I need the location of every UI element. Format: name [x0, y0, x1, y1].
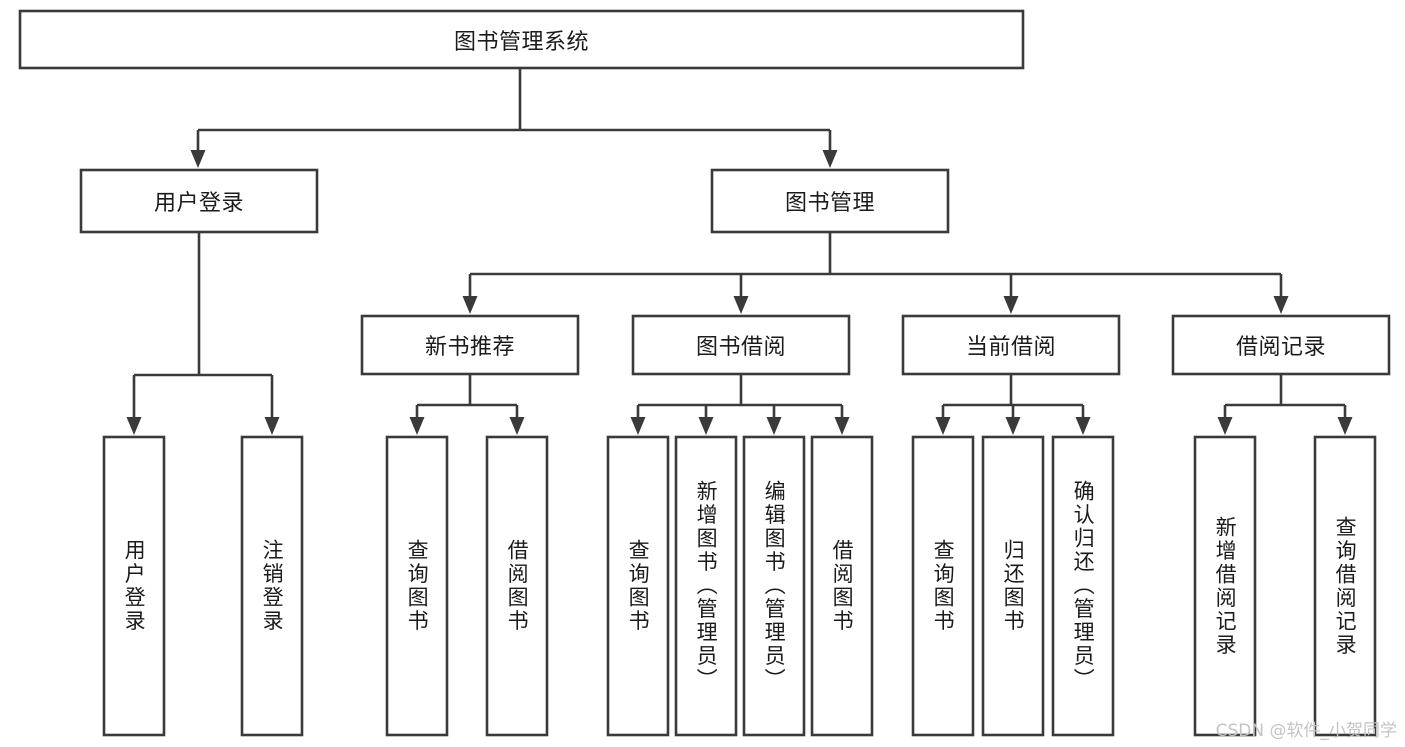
node-leaf-borrow-book[interactable] — [812, 437, 872, 735]
node-book-manage[interactable] — [712, 170, 948, 232]
arrowhead-icon — [822, 150, 838, 168]
node-leaf-query-book-current[interactable] — [913, 437, 973, 735]
csdn-watermark: CSDN @软件_小贺同学 — [1215, 721, 1397, 741]
node-root[interactable] — [20, 11, 1023, 68]
arrowhead-icon — [1273, 296, 1289, 314]
node-box-leaf-edit-book-admin[interactable] — [742, 435, 806, 737]
node-box-leaf-return-book[interactable] — [981, 435, 1045, 737]
arrowhead-icon — [462, 296, 478, 314]
node-box-leaf-borrow-book-recommend[interactable] — [485, 435, 549, 737]
node-box-user-login[interactable] — [79, 168, 319, 234]
node-box-leaf-add-borrow-record[interactable] — [1193, 435, 1257, 737]
node-box-current-borrow[interactable] — [901, 314, 1121, 376]
arrowhead-icon — [409, 417, 425, 435]
node-box-leaf-borrow-book[interactable] — [810, 435, 874, 737]
node-book-borrow[interactable] — [633, 316, 849, 374]
node-box-leaf-logout-login[interactable] — [240, 435, 304, 737]
boxes-layer — [18, 9, 1391, 737]
node-box-leaf-query-borrow-record[interactable] — [1313, 435, 1377, 737]
arrowhead-icon — [935, 417, 951, 435]
arrowhead-icon — [834, 417, 850, 435]
node-leaf-confirm-return-admin[interactable] — [1053, 437, 1113, 735]
node-box-leaf-query-book-current[interactable] — [911, 435, 975, 737]
arrowhead-icon — [1217, 417, 1233, 435]
node-borrow-record[interactable] — [1173, 316, 1389, 374]
node-leaf-edit-book-admin[interactable] — [744, 437, 804, 735]
connectors-layer — [126, 68, 1353, 435]
arrowhead-icon — [126, 417, 142, 435]
node-leaf-add-borrow-record[interactable] — [1195, 437, 1255, 735]
node-leaf-query-book-borrow[interactable] — [608, 437, 668, 735]
node-leaf-return-book[interactable] — [983, 437, 1043, 735]
arrowhead-icon — [1075, 417, 1091, 435]
node-user-login[interactable] — [81, 170, 317, 232]
node-current-borrow[interactable] — [903, 316, 1119, 374]
node-box-book-borrow[interactable] — [631, 314, 851, 376]
arrowhead-icon — [698, 417, 714, 435]
arrowhead-icon — [264, 417, 280, 435]
node-leaf-logout-login[interactable] — [242, 437, 302, 735]
node-leaf-query-book-recommend[interactable] — [387, 437, 447, 735]
node-new-book-recommend[interactable] — [362, 316, 578, 374]
node-box-leaf-user-login[interactable] — [102, 435, 166, 737]
node-box-root[interactable] — [18, 9, 1025, 70]
arrowhead-icon — [190, 150, 206, 168]
node-box-leaf-confirm-return-admin[interactable] — [1051, 435, 1115, 737]
node-leaf-add-book-admin[interactable] — [676, 437, 736, 735]
node-box-book-manage[interactable] — [710, 168, 950, 234]
arrowhead-icon — [509, 417, 525, 435]
node-leaf-user-login[interactable] — [104, 437, 164, 735]
arrowhead-icon — [1005, 417, 1021, 435]
arrowhead-icon — [630, 417, 646, 435]
arrowhead-icon — [733, 296, 749, 314]
node-leaf-query-borrow-record[interactable] — [1315, 437, 1375, 735]
arrowhead-icon — [1003, 296, 1019, 314]
arrowhead-icon — [766, 417, 782, 435]
node-box-leaf-add-book-admin[interactable] — [674, 435, 738, 737]
node-box-new-book-recommend[interactable] — [360, 314, 580, 376]
arrowhead-icon — [1337, 417, 1353, 435]
node-box-borrow-record[interactable] — [1171, 314, 1391, 376]
node-box-leaf-query-book-recommend[interactable] — [385, 435, 449, 737]
node-box-leaf-query-book-borrow[interactable] — [606, 435, 670, 737]
node-leaf-borrow-book-recommend[interactable] — [487, 437, 547, 735]
